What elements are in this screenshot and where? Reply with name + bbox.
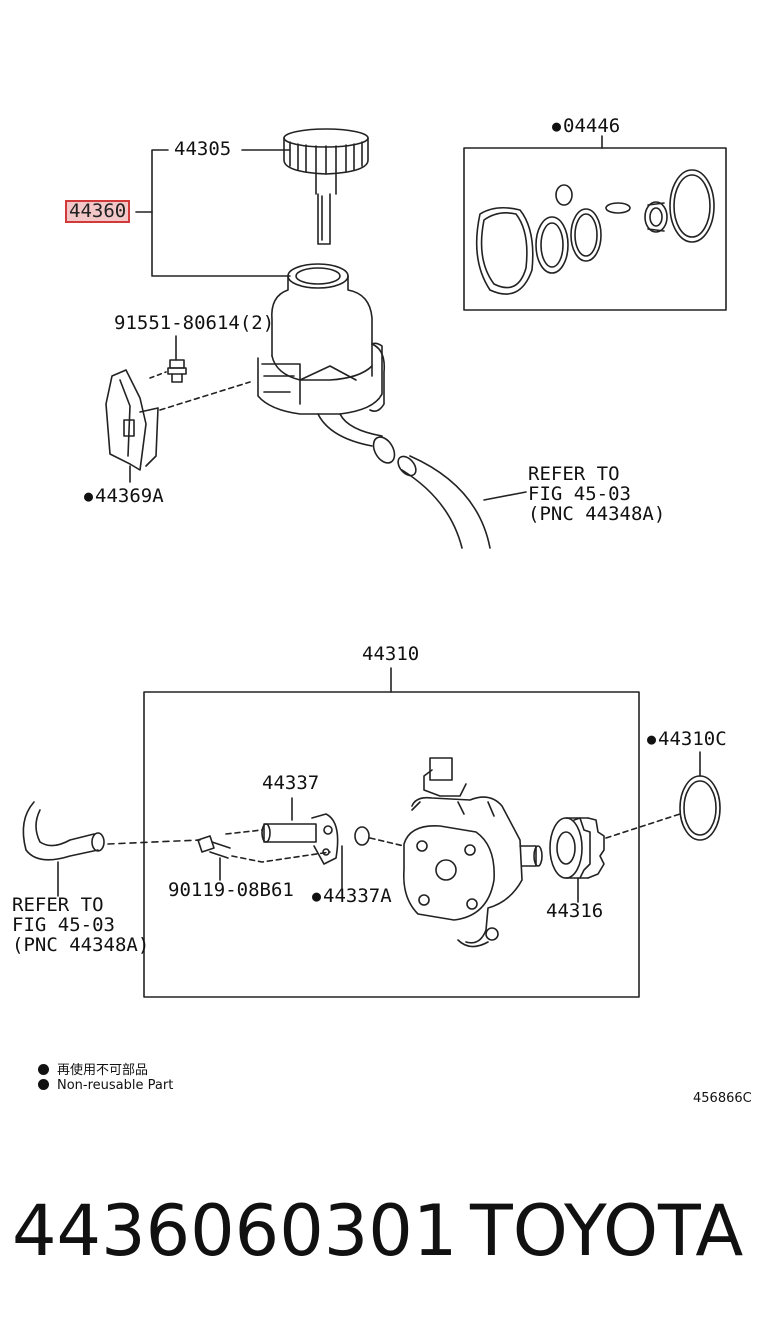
legend-bullet-icon (38, 1079, 49, 1090)
refer-note-top-line3: (PNC 44348A) (528, 503, 666, 525)
label-91551-80614[interactable]: 91551-80614(2) (114, 312, 275, 334)
label-90119-08B61[interactable]: 90119-08B61 (168, 879, 294, 901)
refer-note-top-line1: REFER TO (528, 463, 620, 485)
bracket-44360 (135, 149, 291, 277)
label-44337A[interactable]: 44337A (312, 887, 392, 906)
reservoir-tank (257, 263, 396, 464)
label-44310[interactable]: 44310 (362, 643, 420, 665)
legend-jp: 再使用不可部品 (38, 1059, 148, 1078)
drawing-number: 456866C (693, 1091, 752, 1106)
label-44310C[interactable]: 44310C (647, 730, 727, 749)
union-44337 (225, 797, 339, 865)
refer-note-left-line1: REFER TO (12, 894, 104, 916)
refer-note-top-line2: FIG 45-03 (528, 483, 631, 505)
oring-44310C (605, 751, 721, 841)
label-44337[interactable]: 44337 (262, 772, 320, 794)
legend-jp-text: 再使用不可部品 (57, 1063, 149, 1078)
legend-en: Non-reusable Part (38, 1078, 173, 1093)
bolt-90119 (197, 835, 331, 881)
refer-note-left-line2: FIG 45-03 (12, 914, 115, 936)
label-44305[interactable]: 44305 (174, 138, 232, 160)
reservoir-cap (283, 128, 369, 245)
legend-en-text: Non-reusable Part (57, 1078, 174, 1093)
supply-hose (22, 801, 201, 897)
return-hose (397, 455, 491, 549)
part-number-title: 4436060301 (12, 1190, 458, 1272)
label-44360-highlighted[interactable]: 44360 (64, 200, 131, 223)
label-44369A[interactable]: 44369A (84, 487, 164, 506)
pulley-44316 (549, 817, 605, 903)
kit-box-04446 (463, 135, 727, 311)
refer-note-left-line3: (PNC 44348A) (12, 934, 150, 956)
label-44316[interactable]: 44316 (546, 900, 604, 922)
label-04446[interactable]: 04446 (552, 117, 620, 136)
brand-title: TOYOTA (470, 1190, 744, 1272)
bracket-44369A (105, 369, 251, 483)
pump-box-44310 (143, 667, 640, 998)
oring-44337A (341, 826, 405, 889)
pump-body (402, 757, 543, 948)
legend-bullet-icon (38, 1064, 49, 1075)
bolt-91551 (149, 335, 187, 383)
